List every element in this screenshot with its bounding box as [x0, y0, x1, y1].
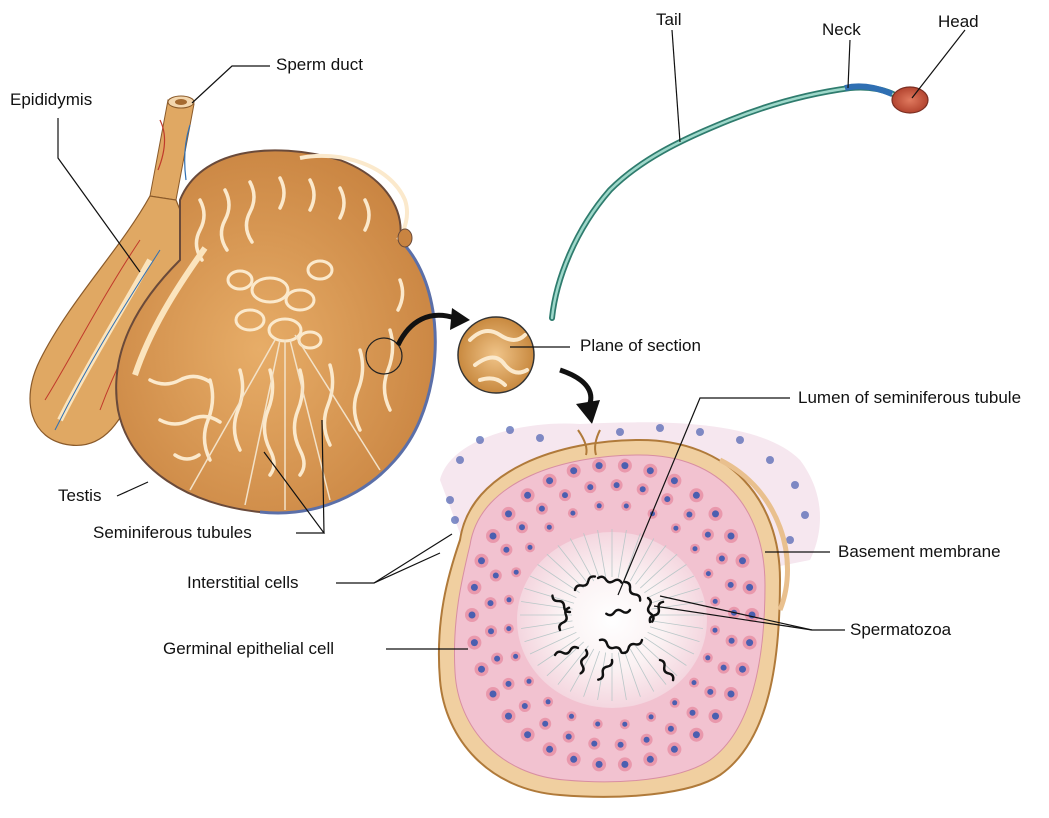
arrow-to-cross-section [560, 370, 591, 408]
arrow-head-2 [576, 400, 600, 424]
label-head: Head [938, 12, 979, 32]
label-testis: Testis [58, 486, 101, 506]
arrow-head-1 [450, 308, 470, 330]
label-plane-of-section: Plane of section [580, 336, 701, 356]
label-lumen: Lumen of seminiferous tubule [798, 388, 1028, 408]
label-tail: Tail [656, 10, 682, 30]
label-epididymis: Epididymis [10, 90, 92, 110]
magnified-section [458, 317, 534, 393]
label-basement-membrane: Basement membrane [838, 542, 1001, 562]
spermatozoon [552, 86, 928, 318]
label-neck: Neck [822, 20, 861, 40]
label-germinal-epithelial-cell: Germinal epithelial cell [163, 639, 334, 659]
label-sperm-duct: Sperm duct [276, 55, 363, 75]
tubule-cross-section [439, 422, 820, 796]
label-seminiferous-tubules: Seminiferous tubules [93, 523, 252, 543]
label-interstitial-cells: Interstitial cells [187, 573, 298, 593]
label-spermatozoa: Spermatozoa [850, 620, 951, 640]
